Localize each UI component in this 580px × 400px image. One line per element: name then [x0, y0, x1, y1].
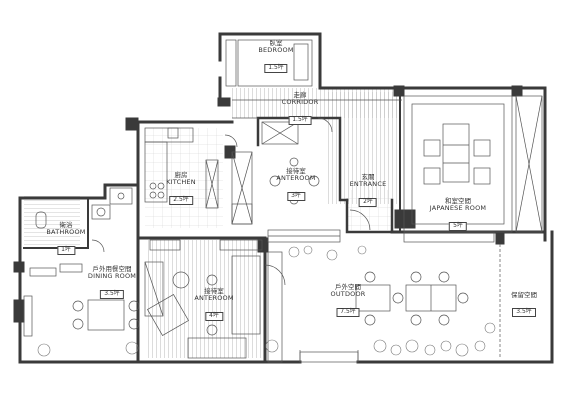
room-label-japanese: 和室空間 JAPANESE ROOM 5坪 [429, 197, 487, 231]
room-label-dining: 戶外用餐空間 DINING ROOM 3.5坪 [87, 265, 137, 299]
bedroom-en: BEDROOM [258, 46, 294, 55]
entrance-zh: 玄關 [361, 173, 375, 181]
bathroom-zh: 衛浴 [59, 221, 73, 229]
flooring [24, 88, 402, 358]
dining-en: DINING ROOM [87, 272, 137, 281]
outdoor-area: 7.5坪 [336, 307, 360, 317]
bedroom-zh: 臥室 [269, 39, 283, 47]
room-label-outdoor: 戶外空間 OUTDOOR 7.5坪 [330, 283, 366, 317]
entrance-area: 2坪 [359, 197, 377, 207]
dining-area: 3.5坪 [100, 289, 124, 299]
japanese-en: JAPANESE ROOM [429, 204, 487, 213]
anteroom-upper-en: ANTEROOM [276, 174, 316, 183]
bathroom-area: 1坪 [57, 245, 75, 255]
room-label-kitchen: 廚房 KITCHEN 2.5坪 [166, 171, 196, 205]
reserved-zh: 保留空間 [511, 291, 537, 299]
room-label-anteroom-upper: 接待室 ANTEROOM 3坪 [276, 167, 316, 201]
room-label-bedroom: 臥室 BEDROOM 1.5坪 [258, 39, 294, 73]
kitchen-en: KITCHEN [166, 178, 196, 187]
reserved-area: 3.5坪 [512, 308, 536, 318]
corridor-area: 1.5坪 [288, 115, 312, 125]
corridor-en: CORRIDOR [281, 98, 319, 107]
japanese-area: 5坪 [449, 221, 467, 231]
outdoor-zh: 戶外空間 [335, 283, 361, 291]
plants [37, 245, 496, 357]
walls [13, 32, 554, 364]
room-label-corridor: 走廊 CORRIDOR 1.5坪 [281, 91, 319, 125]
interior-lines [23, 39, 543, 363]
outdoor-en: OUTDOOR [330, 290, 366, 299]
corridor-zh: 走廊 [293, 91, 307, 99]
dining-zh: 戶外用餐空間 [92, 265, 132, 273]
room-label-entrance: 玄關 ENTRANCE 2坪 [349, 173, 387, 207]
anteroom-lower-zh: 接待室 [204, 287, 224, 295]
kitchen-area: 2.5坪 [169, 195, 193, 205]
room-label-reserved: 保留空間 3.5坪 [511, 291, 537, 318]
anteroom-upper-area: 3坪 [287, 191, 305, 201]
entrance-en: ENTRANCE [349, 180, 387, 189]
room-label-anteroom-lower: 接待室 ANTEROOM 4坪 [194, 287, 234, 321]
anteroom-lower-area: 4坪 [205, 311, 223, 321]
bathroom-en: BATHROOM [46, 228, 86, 237]
kitchen-zh: 廚房 [174, 171, 188, 179]
anteroom-upper-zh: 接待室 [286, 167, 306, 175]
room-label-bathroom: 衛浴 BATHROOM 1坪 [46, 221, 86, 255]
anteroom-lower-en: ANTEROOM [194, 294, 234, 303]
bedroom-area: 1.5坪 [264, 63, 288, 73]
japanese-zh: 和室空間 [445, 197, 471, 205]
